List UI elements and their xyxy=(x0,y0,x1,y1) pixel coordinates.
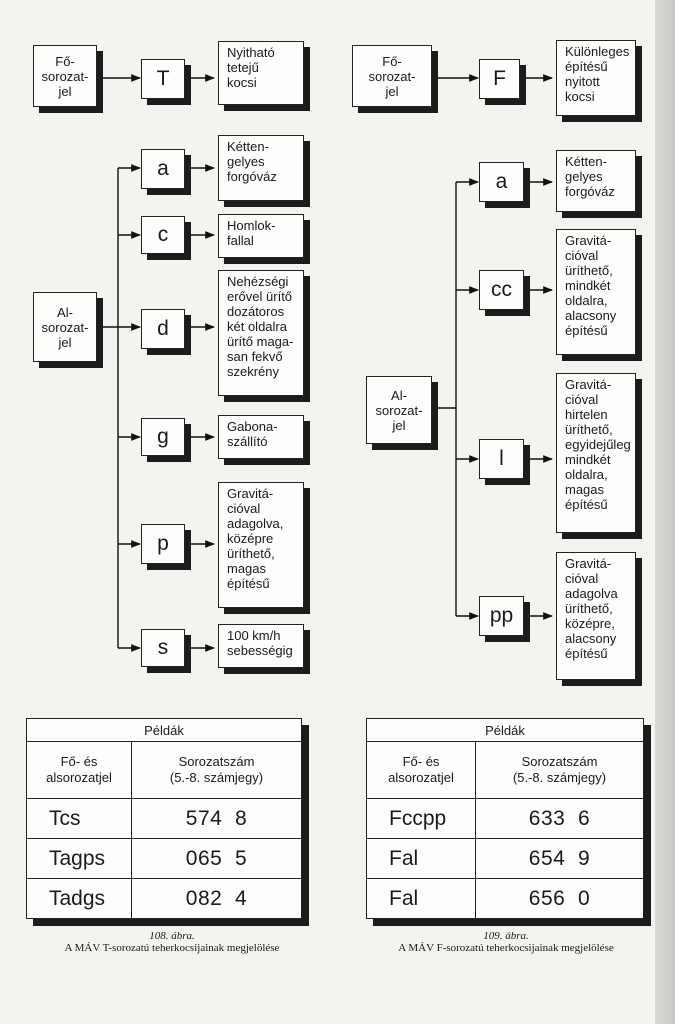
col-header-code: Fő- és alsorozatjel xyxy=(366,741,476,799)
sub-code-a: a xyxy=(141,149,185,189)
main-series-label-box: Fő- sorozat- jel xyxy=(33,45,97,107)
sub-desc-cc: Gravitá- cióval üríthető, mindkét oldalr… xyxy=(556,229,636,355)
sub-desc-a: Kétten- gelyes forgóváz xyxy=(556,150,636,212)
sub-code-a: a xyxy=(479,162,524,202)
sub-desc-d: Nehézségi erővel ürítő dozátoros két old… xyxy=(218,270,304,396)
examples-table-right: Példák Fő- és alsorozatjel Sorozatszám (… xyxy=(366,718,644,919)
main-series-code-box: F xyxy=(479,59,520,99)
col-header-code: Fő- és alsorozatjel xyxy=(26,741,132,799)
examples-title: Példák xyxy=(26,718,302,742)
sub-desc-c: Homlok- fallal xyxy=(218,214,304,258)
figure-caption-left: 108. ábra. A MÁV T-sorozatú teherkocsija… xyxy=(64,930,280,954)
main-series-code-box: T xyxy=(141,59,185,99)
sub-desc-p: Gravitá- cióval adagolva, középre üríthe… xyxy=(218,482,304,608)
main-series-desc-box: Nyitható tetejű kocsi xyxy=(218,41,304,105)
sub-code-c: c xyxy=(141,216,185,254)
sub-code-s: s xyxy=(141,629,185,667)
sub-code-p: p xyxy=(141,524,185,564)
main-series-desc-box: Különleges építésű nyitott kocsi xyxy=(556,40,636,116)
col-header-number: Sorozatszám (5.-8. számjegy) xyxy=(475,741,644,799)
sub-desc-s: 100 km/h sebességig xyxy=(218,624,304,668)
sub-series-label-box: Al- sorozat- jel xyxy=(33,292,97,362)
examples-title: Példák xyxy=(366,718,644,742)
page-edge xyxy=(655,0,675,1024)
sub-series-label-box: Al- sorozat- jel xyxy=(366,376,432,444)
examples-table-left: Példák Fő- és alsorozatjel Sorozatszám (… xyxy=(26,718,302,919)
sub-desc-pp: Gravitá- cióval adagolva üríthető, közép… xyxy=(556,552,636,680)
figure-caption-right: 109. ábra. A MÁV F-sorozatú teherkocsija… xyxy=(398,930,614,954)
col-header-number: Sorozatszám (5.-8. számjegy) xyxy=(131,741,302,799)
sub-code-pp: pp xyxy=(479,596,524,636)
sub-code-l: l xyxy=(479,439,524,479)
sub-desc-a: Kétten- gelyes forgóváz xyxy=(218,135,304,201)
sub-desc-l: Gravitá- cióval hirtelen üríthető, egyid… xyxy=(556,373,636,533)
main-series-label-box: Fő- sorozat- jel xyxy=(352,45,432,107)
sub-code-g: g xyxy=(141,418,185,456)
sub-desc-g: Gabona- szállító xyxy=(218,415,304,459)
sub-code-cc: cc xyxy=(479,270,524,310)
sub-code-d: d xyxy=(141,309,185,349)
